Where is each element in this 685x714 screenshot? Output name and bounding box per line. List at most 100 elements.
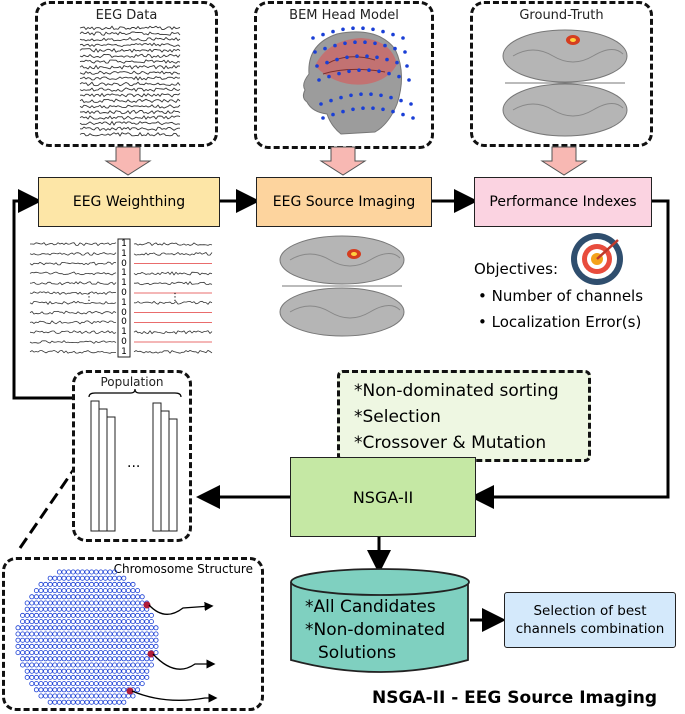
electrode-circle — [38, 612, 44, 618]
electrode-circle — [29, 674, 35, 680]
electrode-circle — [24, 656, 30, 662]
electrode-circle — [47, 588, 53, 594]
electrode-circle — [153, 625, 159, 631]
objective-localization-error: • Localization Error(s) — [478, 313, 642, 331]
electrode-circle — [130, 681, 136, 687]
electrode-circle — [79, 606, 85, 612]
electrode-circle — [102, 693, 108, 699]
electrode-circle — [130, 631, 136, 637]
electrode-circle — [102, 600, 108, 606]
electrode-circle — [56, 687, 62, 693]
electrode-circle — [75, 581, 81, 587]
electrode-dot — [333, 43, 337, 48]
electrode-circle — [56, 643, 62, 649]
electrode-circle — [56, 681, 62, 687]
electrode-circle — [29, 637, 35, 643]
eeg-source-imaging-label: EEG Source Imaging — [272, 194, 416, 210]
electrode-dot — [371, 106, 375, 110]
electrode-circle — [52, 581, 58, 587]
electrode-circle — [135, 612, 141, 618]
electrode-dot — [319, 102, 323, 106]
electrode-circle — [38, 606, 44, 612]
eeg-trace — [79, 25, 181, 31]
electrode-circle — [144, 674, 150, 680]
electrode-circle — [66, 699, 72, 705]
electrode-circle — [125, 656, 131, 662]
electrode-circle — [102, 575, 108, 581]
electrode-circle — [20, 662, 26, 668]
electrode-circle — [135, 643, 141, 649]
electrode-circle — [47, 575, 53, 581]
electrode-dot — [323, 46, 327, 51]
weight-bit: 1 — [121, 248, 127, 259]
electrode-circle — [89, 600, 95, 606]
electrode-dot — [361, 106, 365, 110]
electrode-circle — [98, 699, 104, 705]
eeg-trace — [79, 126, 180, 132]
electrode-circle — [135, 650, 141, 656]
electrode-dot — [337, 71, 341, 76]
electrode-dot — [321, 116, 325, 120]
electrode-circle — [116, 699, 122, 705]
electrode-circle — [43, 650, 49, 656]
electrode-circle — [79, 662, 85, 668]
electrode-circle — [84, 588, 90, 594]
electrode-circle — [52, 619, 58, 625]
objectives-title: Objectives: — [474, 260, 558, 278]
electrode-circle — [61, 625, 67, 631]
electrode-circle — [47, 643, 53, 649]
electrode-circle — [24, 631, 30, 637]
electrode-circle — [75, 643, 81, 649]
operator-crossover-mutation: *Crossover & Mutation — [354, 433, 547, 453]
electrode-circle — [148, 625, 154, 631]
electrode-circle — [107, 619, 113, 625]
electrode-circle — [43, 687, 49, 693]
electrode-circle — [98, 693, 104, 699]
electrode-circle — [112, 625, 118, 631]
electrode-circle — [29, 631, 35, 637]
electrode-dot — [405, 64, 409, 68]
electrode-circle — [56, 594, 62, 600]
electrode-circle — [116, 612, 122, 618]
electrode-circle — [84, 594, 90, 600]
electrode-circle — [125, 681, 131, 687]
electrode-circle — [139, 668, 145, 674]
electrode-circle — [47, 668, 53, 674]
electrode-circle — [102, 681, 108, 687]
weight-dots-left: ⋮ — [84, 292, 94, 303]
electrode-circle — [112, 668, 118, 674]
electrode-dot — [379, 93, 383, 98]
electrode-circle — [52, 643, 58, 649]
electrode-circle — [66, 681, 72, 687]
electrode-dot — [371, 27, 375, 32]
electrode-circle — [79, 594, 85, 600]
electrode-circle — [121, 606, 127, 612]
electrode-circle — [139, 619, 145, 625]
electrode-circle — [84, 619, 90, 625]
electrode-circle — [121, 668, 127, 674]
electrode-circle — [148, 612, 154, 618]
electrode-circle — [79, 588, 85, 594]
electrode-circle — [102, 569, 108, 575]
selection-best-label: Selection of best channels combination — [515, 603, 665, 637]
electrode-circle — [107, 594, 113, 600]
eeg-source-imaging-box: EEG Source Imaging — [256, 177, 432, 227]
electrode-circle — [52, 625, 58, 631]
electrode-circle — [66, 643, 72, 649]
electrode-circle — [107, 650, 113, 656]
electrode-circle — [125, 668, 131, 674]
electrode-circle — [66, 625, 72, 631]
electrode-circle — [47, 600, 53, 606]
electrode-circle — [24, 625, 30, 631]
electrode-circle — [121, 600, 127, 606]
electrode-circle — [107, 625, 113, 631]
electrode-circle — [52, 681, 58, 687]
electrode-circle — [20, 637, 26, 643]
electrode-circle — [93, 612, 99, 618]
electrode-circle — [89, 643, 95, 649]
electrode-circle — [33, 687, 39, 693]
electrode-dot — [391, 109, 395, 114]
electrode-circle — [112, 619, 118, 625]
electrode-circle — [38, 594, 44, 600]
